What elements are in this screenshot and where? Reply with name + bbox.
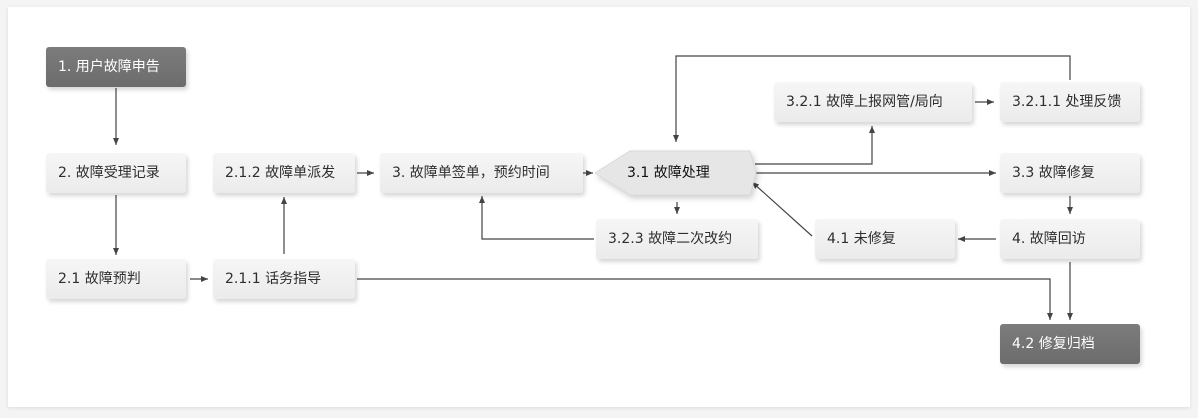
node-fault-prejudge[interactable]: 2.1 故障预判 xyxy=(46,259,186,299)
node-ticket-sign[interactable]: 3. 故障单签单，预约时间 xyxy=(380,153,583,193)
arrow-unrepaired-to-handle xyxy=(751,181,813,237)
node-fault-report[interactable]: 1. 用户故障申告 xyxy=(46,47,186,87)
diagram-canvas xyxy=(8,7,1190,407)
node-fault-repair[interactable]: 3.3 故障修复 xyxy=(1000,153,1140,193)
node-escalate[interactable]: 3.2.1 故障上报网管/局向 xyxy=(774,82,972,122)
arrow-reschedule-to-sign xyxy=(479,196,594,240)
node-phone-guidance[interactable]: 2.1.1 话务指导 xyxy=(213,259,355,299)
node-ticket-dispatch[interactable]: 2.1.2 故障单派发 xyxy=(213,153,355,193)
node-archive[interactable]: 4.2 修复归档 xyxy=(1000,324,1140,364)
arrow-guide-to-archive xyxy=(357,278,1053,320)
node-fault-handle-label[interactable]: 3.1 故障处理 xyxy=(627,165,710,181)
arrow-feedback-to-handle xyxy=(673,55,1071,142)
decision-diamond-handle xyxy=(594,150,757,196)
node-revisit[interactable]: 4. 故障回访 xyxy=(1000,219,1140,259)
node-handling-feedback[interactable]: 3.2.1.1 处理反馈 xyxy=(1000,82,1140,122)
arrow-handle-to-escalate xyxy=(755,126,875,165)
node-reschedule[interactable]: 3.2.3 故障二次改约 xyxy=(596,219,758,259)
node-unrepaired[interactable]: 4.1 未修复 xyxy=(815,219,955,259)
node-fault-record[interactable]: 2. 故障受理记录 xyxy=(46,153,186,193)
